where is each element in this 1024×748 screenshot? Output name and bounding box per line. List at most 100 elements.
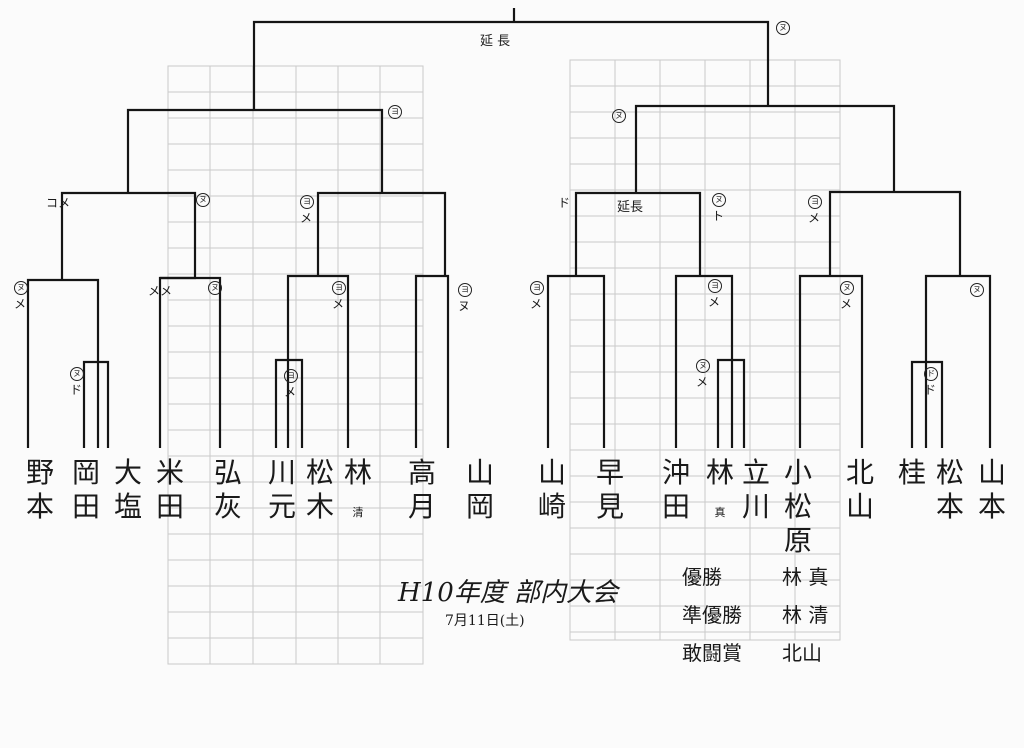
result-mark-text: メ — [530, 296, 543, 311]
result-circle-icon: ヨ — [284, 368, 298, 383]
player-name: 松木 — [298, 456, 342, 524]
award-winner: 林 清 — [782, 603, 829, 627]
player-name-top: 高 — [407, 456, 436, 489]
match-mark: ヌ — [612, 108, 626, 123]
result-mark-text: メ — [332, 296, 345, 311]
player-name-top: 山 — [465, 456, 494, 489]
player-name-top: 小 — [783, 456, 812, 489]
player-name-bottom: 田 — [155, 490, 184, 523]
result-circle-icon: ヨ — [808, 194, 822, 209]
event-title: H10年度 部内大会 — [398, 578, 619, 608]
player-name: 沖田 — [654, 456, 698, 524]
result-circle-icon: ヨ — [530, 280, 544, 295]
result-mark-text: ト — [712, 208, 725, 223]
match-mark: ドド — [924, 366, 938, 398]
player-name-bottom: 岡 — [465, 490, 494, 523]
result-circle-icon: ヨ — [300, 194, 314, 209]
match-mark: ヌ — [208, 280, 222, 295]
result-mark-text: ド — [70, 382, 83, 397]
result-circle-icon: ヌ — [612, 108, 626, 123]
player-name-bottom: 見 — [595, 490, 624, 523]
match-mark: ヨメ — [530, 280, 544, 312]
result-circle-icon: ヌ — [196, 192, 210, 207]
player-name-bottom: 本 — [977, 490, 1006, 523]
result-mark-text: メ — [300, 210, 313, 225]
award-label: 準優勝 — [682, 603, 742, 627]
result-circle-icon: ヨ — [388, 104, 402, 119]
result-mark-text: メ — [696, 374, 709, 389]
player-name-suffix: 清 — [352, 506, 364, 519]
result-mark-text: メ — [708, 294, 721, 309]
player-name: 林清 — [336, 456, 380, 530]
match-mark: ヨメ — [808, 194, 822, 226]
player-name: 林真 — [698, 456, 742, 530]
grid-lines — [168, 59, 840, 665]
player-name-top: 野 — [25, 456, 54, 489]
player-name-top: 林 — [705, 456, 734, 489]
bracket-r1-left — [26, 278, 100, 448]
player-name-bottom: 川 — [741, 490, 770, 523]
player-name-top: 弘 — [213, 456, 242, 489]
result-circle-icon: ヨ — [708, 278, 722, 293]
player-name-bottom: 山 — [845, 490, 874, 523]
player-name: 山崎 — [530, 456, 574, 524]
match-mark: ヨメ — [332, 280, 346, 312]
match-mark: ヌド — [70, 366, 84, 398]
player-name-top: 林 — [343, 456, 372, 489]
player-name: 川元 — [260, 456, 304, 524]
player-name-bottom: 月 — [407, 490, 436, 523]
result-mark-text: メ — [284, 384, 297, 399]
result-circle-icon: ド — [924, 366, 938, 381]
match-mark: ヌ — [196, 192, 210, 207]
match-mark: ヨヌ — [458, 282, 472, 314]
player-name: 弘灰 — [206, 456, 250, 524]
result-mark-text: ド — [558, 196, 571, 210]
match-mark: ヨメ — [284, 368, 298, 400]
player-name-top: 桂 — [897, 456, 926, 489]
event-date: 7月11日(土) — [445, 613, 525, 629]
player-name-bottom: 本 — [935, 490, 964, 523]
player-name-top: 北 — [845, 456, 874, 489]
player-name: 大塩 — [106, 456, 150, 524]
result-mark-text: メメ — [148, 284, 173, 298]
result-circle-icon: ヌ — [208, 280, 222, 295]
player-name-top: 松 — [305, 456, 334, 489]
result-mark-text: ド — [924, 382, 937, 397]
result-circle-icon: ヌ — [712, 192, 726, 207]
player-name: 松本 — [928, 456, 972, 524]
result-mark-text: メ — [14, 296, 27, 311]
player-name: 米田 — [148, 456, 192, 524]
final-overtime-note: 延 長 — [480, 34, 511, 49]
player-name-bottom: 清 — [336, 490, 380, 530]
result-circle-icon: ヌ — [70, 366, 84, 381]
result-circle-icon: ヌ — [970, 282, 984, 297]
result-circle-icon: ヌ — [14, 280, 28, 295]
player-name-top: 米 — [155, 456, 184, 489]
player-name: 北山 — [838, 456, 882, 524]
match-mark: ド — [558, 194, 570, 211]
player-name: 山岡 — [458, 456, 502, 524]
match-mark: ヌ — [776, 20, 790, 35]
award-label: 優勝 — [682, 565, 722, 589]
player-name-bottom: 松原 — [783, 490, 812, 557]
award-label: 敢闘賞 — [682, 641, 742, 665]
player-name: 立川 — [734, 456, 778, 524]
player-name-bottom: 崎 — [537, 490, 566, 523]
result-circle-icon: ヨ — [332, 280, 346, 295]
player-name-bottom: 真 — [698, 490, 742, 530]
player-name: 桂 — [890, 456, 934, 490]
player-name-top: 川 — [267, 456, 296, 489]
player-name-top: 沖 — [661, 456, 690, 489]
result-circle-icon: ヌ — [696, 358, 710, 373]
match-mark: ヌメ — [14, 280, 28, 312]
player-name: 岡田 — [64, 456, 108, 524]
player-name: 野本 — [18, 456, 62, 524]
bracket-lines — [26, 8, 992, 448]
match-mark: ヌメ — [696, 358, 710, 390]
player-name-top: 山 — [537, 456, 566, 489]
player-name-top: 大 — [113, 456, 142, 489]
player-name-bottom: 田 — [661, 490, 690, 523]
player-name-suffix: 真 — [714, 506, 726, 519]
match-mark: ヌメ — [840, 280, 854, 312]
